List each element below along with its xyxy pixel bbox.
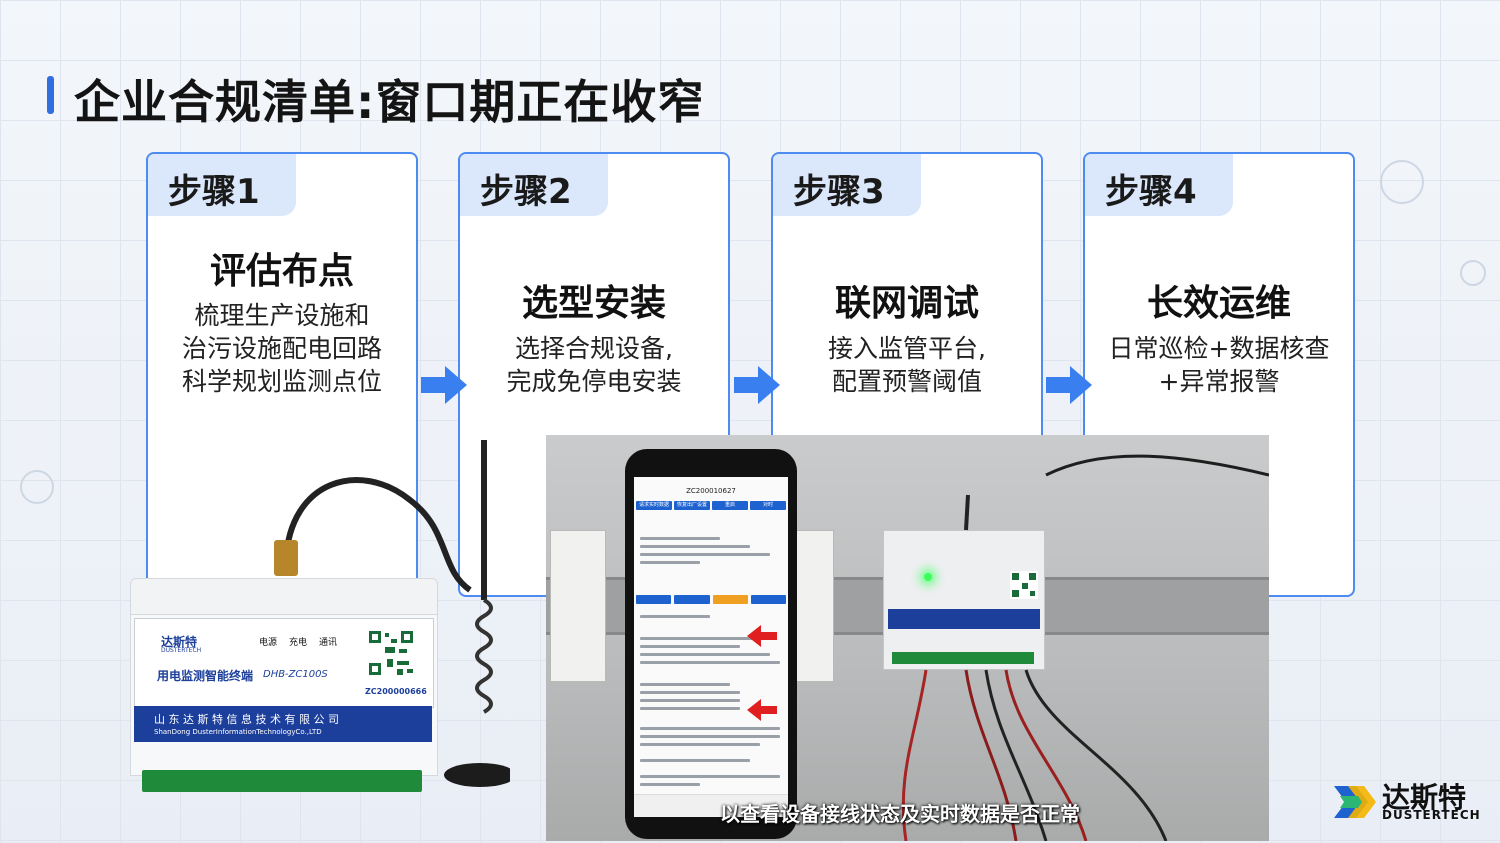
circuit-breaker bbox=[550, 530, 606, 682]
step-tab-label: 步骤3 bbox=[793, 172, 885, 212]
installed-terminal-device bbox=[883, 530, 1045, 670]
screen-button[interactable] bbox=[674, 595, 710, 604]
step-description: 日常巡检+数据核查 +异常报警 bbox=[1085, 332, 1353, 398]
indicator-label: 充电 bbox=[289, 638, 308, 648]
screen-text-line bbox=[640, 743, 760, 746]
antenna-icon bbox=[274, 440, 510, 787]
step-heading: 长效运维 bbox=[1146, 283, 1291, 324]
screen-text-line bbox=[640, 653, 770, 656]
brand-name: 达斯特 bbox=[1382, 781, 1467, 814]
screen-text-line bbox=[640, 783, 700, 786]
step-description-line: 日常巡检+数据核查 bbox=[1108, 334, 1330, 363]
screen-text-line bbox=[640, 661, 780, 664]
terminal-block bbox=[892, 652, 1034, 664]
arrow-right-icon bbox=[421, 366, 467, 404]
step-description-line: 接入监管平台, bbox=[828, 334, 986, 363]
step-tab-label: 步骤2 bbox=[480, 172, 572, 212]
step-description-line: 治污设施配电回路 bbox=[181, 334, 382, 363]
brand-subtitle: DUSTERTECH bbox=[1382, 808, 1481, 822]
screen-tab[interactable]: 恢复出厂设置 bbox=[674, 501, 710, 510]
screen-tab[interactable]: 重启 bbox=[712, 501, 748, 510]
qr-code-icon bbox=[367, 629, 415, 677]
screen-text-line bbox=[640, 545, 750, 548]
screen-text-line bbox=[640, 707, 740, 710]
screen-text-line bbox=[640, 735, 780, 738]
installation-photo: ZC200010627 请求实时数据 恢复出厂设置 重启 对时 bbox=[546, 435, 1269, 841]
step-tab: 步骤3 bbox=[773, 154, 921, 216]
step-tab-label: 步骤1 bbox=[168, 172, 260, 212]
screen-device-id: ZC200010627 bbox=[686, 487, 736, 495]
screen-text-line bbox=[640, 561, 700, 564]
screen-button[interactable] bbox=[636, 595, 672, 604]
background-decor-circle bbox=[1460, 260, 1486, 286]
step-description-line: 梳理生产设施和 bbox=[194, 301, 370, 330]
device-top-cover bbox=[130, 578, 438, 618]
step-tab: 步骤2 bbox=[460, 154, 608, 216]
red-arrow-icon bbox=[747, 625, 777, 647]
page-title: 企业合规清单:窗口期正在收窄 bbox=[74, 75, 705, 129]
arrow-right-icon bbox=[734, 366, 780, 404]
device-product-name: 用电监测智能终端 bbox=[157, 669, 254, 683]
step-tab: 步骤1 bbox=[148, 154, 296, 216]
screen-action-buttons bbox=[636, 595, 786, 604]
step-description-line: 配置预警阈值 bbox=[831, 367, 982, 396]
title-accent-bar bbox=[47, 76, 54, 114]
screen-text-line bbox=[640, 615, 710, 618]
screen-text-line bbox=[640, 683, 730, 686]
smartphone: ZC200010627 请求实时数据 恢复出厂设置 重启 对时 bbox=[625, 449, 797, 839]
screen-text-line bbox=[640, 775, 780, 778]
screen-text-line bbox=[640, 759, 750, 762]
step-heading: 选型安装 bbox=[521, 283, 666, 324]
screen-tab[interactable]: 对时 bbox=[750, 501, 786, 510]
device-brand-en: DUSTERTECH bbox=[161, 647, 202, 654]
device-company-en: ShanDong DusterInformationTechnologyCo.,… bbox=[154, 728, 322, 736]
qr-code-icon bbox=[1010, 571, 1038, 599]
step-tab: 步骤4 bbox=[1085, 154, 1233, 216]
step-description-line: 选择合规设备, bbox=[515, 334, 673, 363]
arrow-right-icon bbox=[1046, 366, 1092, 404]
device-model: DHB-ZC100S bbox=[263, 669, 328, 680]
step-description: 梳理生产设施和 治污设施配电回路 科学规划监测点位 bbox=[148, 299, 416, 398]
background-decor-circle bbox=[20, 470, 54, 504]
screen-button[interactable] bbox=[712, 595, 748, 604]
device-company-strip: 山 东 达 斯 特 信 息 技 术 有 限 公 司 ShanDong Duste… bbox=[134, 706, 432, 742]
step-description: 选择合规设备, 完成免停电安装 bbox=[460, 332, 728, 398]
screen-text-line bbox=[640, 691, 740, 694]
screen-text-line bbox=[640, 553, 770, 556]
phone-screen: ZC200010627 请求实时数据 恢复出厂设置 重启 对时 bbox=[634, 477, 788, 817]
terminal-block bbox=[142, 770, 422, 792]
indicator-label: 通讯 bbox=[319, 638, 338, 648]
screen-text-line bbox=[640, 645, 740, 648]
device-company: 山 东 达 斯 特 信 息 技 术 有 限 公 司 bbox=[154, 713, 339, 726]
video-caption: 以查看设备接线状态及实时数据是否正常 bbox=[720, 802, 1080, 826]
monitoring-terminal-device: 达斯特 DUSTERTECH 电源 充电 通讯 用电监测智能终端 DHB-ZC1… bbox=[130, 578, 438, 800]
screen-text-line bbox=[640, 637, 760, 640]
step-description: 接入监管平台, 配置预警阈值 bbox=[773, 332, 1041, 398]
brand-logo-icon bbox=[1334, 786, 1376, 818]
screen-tab[interactable]: 请求实时数据 bbox=[636, 501, 672, 510]
step-card-1: 步骤1 评估布点 梳理生产设施和 治污设施配电回路 科学规划监测点位 bbox=[146, 152, 418, 597]
step-tab-label: 步骤4 bbox=[1105, 172, 1197, 212]
screen-tab-bar: 请求实时数据 恢复出厂设置 重启 对时 bbox=[634, 501, 788, 510]
wiring bbox=[901, 454, 1269, 841]
screen-button[interactable] bbox=[750, 595, 786, 604]
indicator-label: 电源 bbox=[259, 638, 278, 648]
step-heading: 评估布点 bbox=[209, 251, 354, 292]
step-description-line: +异常报警 bbox=[1158, 367, 1280, 396]
device-brand: 达斯特 bbox=[161, 635, 198, 649]
device-label-panel: 达斯特 DUSTERTECH 电源 充电 通讯 用电监测智能终端 DHB-ZC1… bbox=[134, 618, 434, 708]
screen-text-line bbox=[640, 727, 780, 730]
screen-text-line bbox=[640, 537, 720, 540]
screen-bottom-nav[interactable] bbox=[634, 794, 788, 817]
step-heading: 联网调试 bbox=[834, 283, 979, 324]
brand-logo: 达斯特 DUSTERTECH bbox=[1334, 778, 1484, 826]
step-description-line: 科学规划监测点位 bbox=[181, 367, 382, 396]
device-serial: ZC200000666 bbox=[365, 687, 427, 696]
screen-text-line bbox=[640, 699, 740, 702]
background-decor-circle bbox=[1380, 160, 1424, 204]
device-company-strip bbox=[888, 609, 1040, 629]
power-led bbox=[924, 573, 932, 581]
step-description-line: 完成免停电安装 bbox=[506, 367, 682, 396]
red-arrow-icon bbox=[747, 699, 777, 721]
